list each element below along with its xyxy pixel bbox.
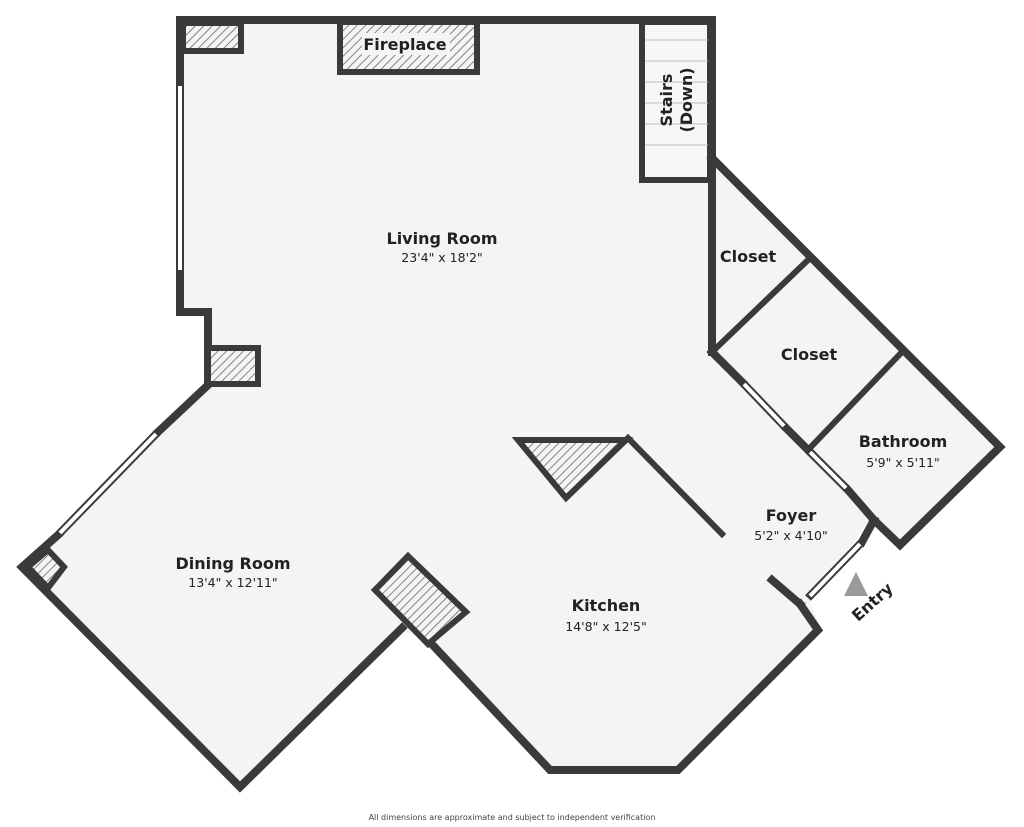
disclaimer-text: All dimensions are approximate and subje… [368,813,656,822]
stairs [639,19,713,183]
dining-room-dims: 13'4" x 12'11" [188,575,277,590]
windows [55,84,851,538]
column-top-left [180,20,244,54]
bathroom-name: Bathroom [859,432,948,451]
kitchen-name: Kitchen [572,596,641,615]
kitchen-island [511,437,634,503]
bathroom-dims: 5'9" x 5'11" [866,455,939,470]
exterior-walls [16,16,1006,793]
floor-area [22,20,1000,787]
fireplace [337,19,480,75]
closet-lower-name: Closet [781,345,838,364]
closet-upper-name: Closet [720,247,777,266]
living-room-dims: 23'4" x 18'2" [401,250,482,265]
entry-door [805,539,865,601]
living-room-name: Living Room [387,229,498,248]
column-dining-corner [23,545,68,593]
foyer-dims: 5'2" x 4'10" [754,528,827,543]
foyer-name: Foyer [766,506,817,525]
entry-arrow-icon [844,572,868,596]
dining-room-name: Dining Room [175,554,290,573]
column-living-left [205,345,261,387]
kitchen-dims: 14'8" x 12'5" [565,619,646,634]
stairs-label-line1: Stairs [657,74,676,127]
column-kitchen-left [370,551,471,649]
structural-columns [23,20,634,649]
fireplace-label: Fireplace [363,35,446,54]
stairs-label-line2: (Down) [677,67,696,132]
interior-walls [623,255,907,539]
